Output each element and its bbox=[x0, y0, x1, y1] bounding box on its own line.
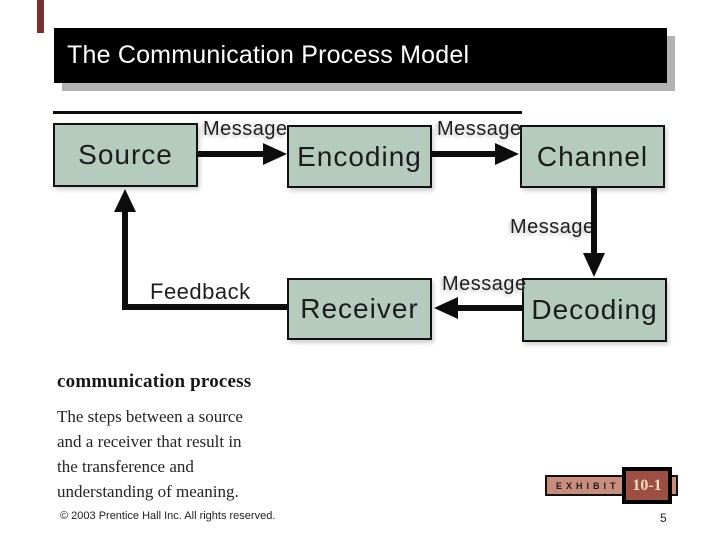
definition-line: the transference and bbox=[57, 457, 194, 476]
corner-accent-stripe bbox=[37, 0, 44, 33]
diagram-box-encoding: Encoding bbox=[287, 125, 432, 188]
box-label-encoding: Encoding bbox=[297, 140, 422, 172]
arrowhead-right-icon bbox=[263, 143, 287, 165]
definition-line: understanding of meaning. bbox=[57, 482, 239, 501]
page-number: 5 bbox=[660, 511, 667, 525]
arrow-encoding-to-channel bbox=[432, 151, 497, 157]
definition-term: communication process bbox=[57, 371, 252, 392]
arrow-channel-to-decoding bbox=[591, 188, 597, 255]
figure-top-rule bbox=[53, 111, 522, 114]
message-label-4: Message bbox=[442, 273, 527, 295]
diagram-box-source: Source bbox=[53, 123, 198, 187]
feedback-label: Feedback bbox=[150, 279, 251, 304]
exhibit-label: EXHIBIT bbox=[556, 480, 620, 491]
diagram-box-receiver: Receiver bbox=[287, 278, 432, 340]
feedback-line-horizontal bbox=[122, 304, 287, 310]
slide-title: The Communication Process Model bbox=[67, 41, 470, 69]
copyright-text: © 2003 Prentice Hall Inc. All rights res… bbox=[60, 510, 276, 522]
box-label-source: Source bbox=[78, 139, 173, 170]
exhibit-number-box: 10-1 bbox=[622, 467, 672, 504]
diagram-box-decoding: Decoding bbox=[522, 278, 667, 342]
definition-line: and a receiver that result in bbox=[57, 432, 242, 451]
box-label-channel: Channel bbox=[536, 140, 649, 172]
message-label-1: Message bbox=[203, 118, 288, 140]
arrowhead-left-icon bbox=[434, 297, 458, 319]
arrowhead-up-icon bbox=[114, 189, 136, 212]
box-label-receiver: Receiver bbox=[300, 293, 419, 324]
arrowhead-down-icon bbox=[583, 253, 605, 277]
definition-block: communication process The steps between … bbox=[57, 371, 322, 504]
message-label-3: Message bbox=[510, 216, 595, 238]
arrow-decoding-to-receiver bbox=[456, 305, 522, 311]
exhibit-number: 10-1 bbox=[632, 476, 662, 494]
definition-line: The steps between a source bbox=[57, 407, 243, 426]
arrowhead-right-icon bbox=[495, 143, 519, 165]
message-label-2: Message bbox=[437, 118, 522, 140]
definition-body: The steps between a source and a receive… bbox=[57, 404, 322, 504]
feedback-line-vertical bbox=[122, 210, 128, 310]
arrow-source-to-encoding bbox=[198, 151, 265, 157]
diagram-box-channel: Channel bbox=[520, 125, 665, 188]
box-label-decoding: Decoding bbox=[531, 294, 658, 325]
slide-title-bar: The Communication Process Model bbox=[54, 28, 667, 83]
